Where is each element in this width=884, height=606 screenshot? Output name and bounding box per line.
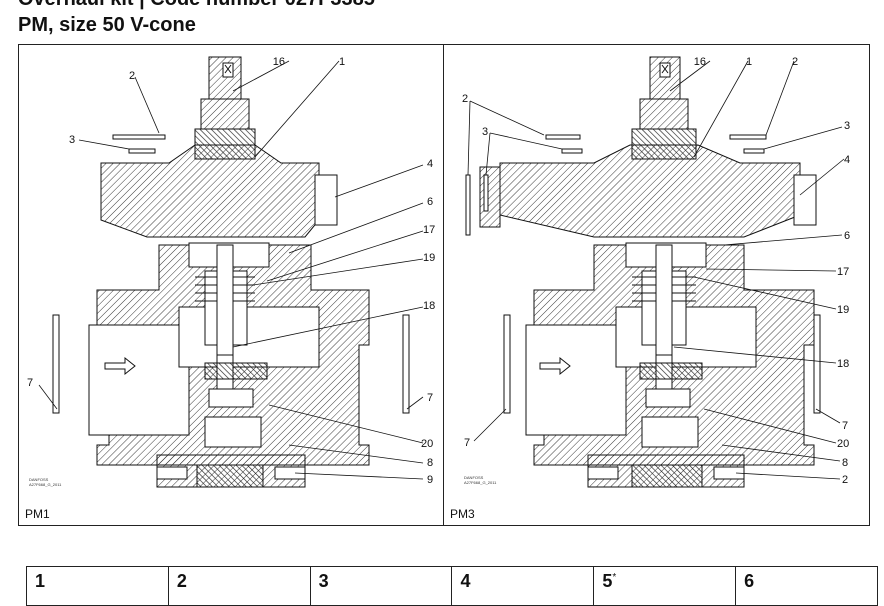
table-header-label: 5: [602, 571, 613, 591]
callout-18: 18: [837, 358, 849, 370]
panel-label-pm1: PM1: [25, 507, 50, 521]
callout-6: 6: [844, 230, 850, 242]
callout-lines: [467, 60, 845, 480]
table-header-label: 1: [35, 571, 46, 591]
drawing-number: DANFOSS: [29, 477, 49, 482]
footnote-mark: *: [612, 572, 617, 583]
callout-2: 2: [129, 70, 135, 82]
callout-18: 18: [423, 300, 435, 312]
table-header-label: 6: [744, 571, 755, 591]
callout-numbers: 16 1 2 2 3 3 4 6 17 19 18 7 7 20 8 2: [462, 56, 850, 486]
callout-7: 7: [842, 420, 848, 432]
table-header-label: 2: [176, 571, 187, 591]
table-header-cell: 4: [452, 567, 595, 605]
callout-2: 2: [792, 56, 798, 68]
table-header-cell: 3: [311, 567, 453, 605]
page-title: Overhaul kit | Code number 027F3385: [18, 0, 375, 10]
callout-4: 4: [844, 154, 850, 166]
valve-body-drawing: [465, 56, 821, 488]
callout-1: 1: [746, 56, 752, 68]
drawing-number: A27F668_G_2011: [29, 482, 62, 487]
callout-9: 9: [427, 474, 433, 486]
callout-2: 2: [842, 474, 848, 486]
callout-3: 3: [844, 120, 850, 132]
callout-17: 17: [423, 224, 435, 236]
callout-19: 19: [423, 252, 435, 264]
callout-16: 16: [273, 56, 285, 68]
callout-2: 2: [462, 93, 468, 105]
valve-body-drawing: [52, 56, 410, 488]
callout-3: 3: [482, 126, 488, 138]
callout-1: 1: [339, 56, 345, 68]
table-header-cell: 5*: [594, 567, 737, 605]
table-header-cell: 2: [169, 567, 311, 605]
table-header-cell: 6: [736, 567, 877, 605]
callout-lines: [38, 60, 424, 480]
callout-7: 7: [464, 437, 470, 449]
panel-label-pm3: PM3: [450, 507, 475, 521]
callout-7: 7: [427, 392, 433, 404]
valve-drawing-pm1: 16 1 2 3 4 6 17 19 18 7 7 20 8 9 DANFOSS…: [27, 56, 435, 488]
table-header-cell: 1: [27, 567, 169, 605]
table-header-label: 3: [318, 571, 329, 591]
callout-8: 8: [427, 457, 433, 469]
callout-20: 20: [837, 438, 849, 450]
callout-8: 8: [842, 457, 848, 469]
parts-table: 1 2 3 4 5* 6: [26, 566, 878, 606]
callout-6: 6: [427, 196, 433, 208]
figure-panel-pm1: 16 1 2 3 4 6 17 19 18 7 7 20 8 9 DANFOSS…: [18, 44, 444, 526]
drawing-number: DANFOSS: [464, 475, 484, 480]
callout-3: 3: [69, 134, 75, 146]
callout-20: 20: [421, 438, 433, 450]
drawing-number: A27F668_G_2011: [464, 480, 497, 485]
figure-panel-pm3: 16 1 2 2 3 3 4 6 17 19 18 7 7 20 8 2 DAN…: [443, 44, 870, 526]
callout-17: 17: [837, 266, 849, 278]
table-header-label: 4: [460, 571, 471, 591]
callout-4: 4: [427, 158, 433, 170]
callout-16: 16: [694, 56, 706, 68]
valve-drawing-pm3: 16 1 2 2 3 3 4 6 17 19 18 7 7 20 8 2 DAN…: [462, 56, 850, 488]
page-subtitle: PM, size 50 V-cone: [18, 14, 196, 36]
callout-numbers: 16 1 2 3 4 6 17 19 18 7 7 20 8 9: [27, 56, 435, 486]
callout-19: 19: [837, 304, 849, 316]
callout-7: 7: [27, 377, 33, 389]
